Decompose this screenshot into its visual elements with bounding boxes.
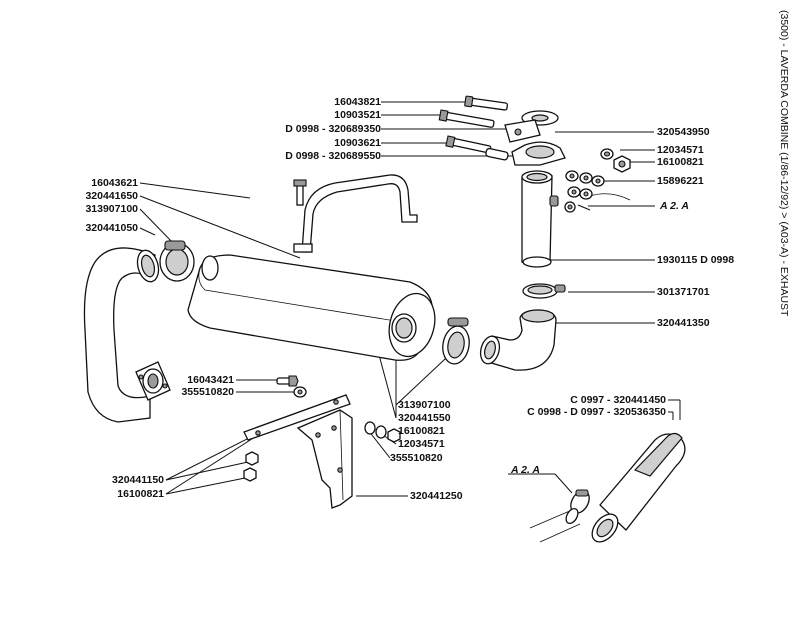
washer-355510820-upper bbox=[293, 386, 307, 398]
label-320441150: 320441150 bbox=[112, 474, 164, 486]
label-320441650: 320441650 bbox=[85, 190, 138, 202]
label-313907100-left: 313907100 bbox=[85, 203, 138, 215]
label-355510820-left: 355510820 bbox=[181, 386, 234, 398]
bolt-16043821 bbox=[464, 95, 509, 111]
tailpipe-320441450 bbox=[591, 432, 686, 543]
bolt-10903521 bbox=[438, 109, 495, 128]
label-320689350: D 0998 - 320689350 bbox=[285, 123, 381, 135]
label-16100821-top: 16100821 bbox=[657, 156, 704, 168]
hanger-strap-320441650 bbox=[293, 174, 418, 253]
label-12034571-center: 12034571 bbox=[398, 438, 445, 450]
label-16100821-center: 16100821 bbox=[398, 425, 445, 437]
spacers-15896221 bbox=[564, 170, 605, 213]
flange-320441150 bbox=[135, 361, 171, 401]
exhaust-stub-ghost bbox=[529, 507, 581, 543]
clamp-313907100-right bbox=[442, 317, 470, 365]
clamp-313907100-left bbox=[159, 240, 195, 282]
clamp-320543950 bbox=[511, 141, 566, 166]
fasteners-center bbox=[364, 421, 401, 443]
label-16100821-bottom: 16100821 bbox=[117, 488, 164, 500]
label-320543950: 320543950 bbox=[657, 126, 710, 138]
label-10903521: 10903521 bbox=[334, 109, 381, 121]
label-320441250: 320441250 bbox=[410, 490, 463, 502]
bolt-10903621 bbox=[445, 135, 492, 154]
bracket-320689350 bbox=[504, 119, 541, 143]
leader-lines bbox=[139, 101, 681, 497]
label-313907100-center: 313907100 bbox=[398, 399, 451, 411]
nut-16100821 bbox=[613, 155, 631, 173]
label-16043821: 16043821 bbox=[334, 96, 381, 108]
label-16043421: 16043421 bbox=[187, 374, 234, 386]
nuts-16100821-lower bbox=[243, 451, 259, 482]
label-320441350: 320441350 bbox=[657, 317, 710, 329]
bracket-320441250 bbox=[296, 409, 353, 509]
label-1930115: 1930115 D 0998 bbox=[657, 254, 735, 266]
label-16043621: 16043621 bbox=[91, 177, 138, 189]
label-15896221: 15896221 bbox=[657, 175, 704, 187]
label-320441550: 320441550 bbox=[398, 412, 451, 424]
elbow-320441350 bbox=[479, 309, 557, 371]
sleeve-320689550 bbox=[485, 147, 509, 161]
label-a2a-bottom: A 2. A bbox=[511, 464, 540, 476]
pipe-320441050 bbox=[83, 247, 160, 423]
label-320441450: C 0997 - 320441450 bbox=[570, 394, 666, 406]
bolt-16043621 bbox=[293, 179, 307, 206]
diagram-title: (3500) - LAVERDA COMBINE (1/86-12/92) > … bbox=[778, 10, 790, 317]
label-355510820-center: 355510820 bbox=[390, 452, 443, 464]
label-320689550: D 0998 - 320689550 bbox=[285, 150, 381, 162]
label-320441050: 320441050 bbox=[85, 222, 138, 234]
tailpipe-1930115 bbox=[521, 170, 559, 268]
clamp-301371701 bbox=[522, 283, 566, 299]
label-a2a-top: A 2. A bbox=[660, 200, 689, 212]
label-301371701: 301371701 bbox=[657, 286, 710, 298]
muffler bbox=[187, 254, 436, 361]
label-320536350: C 0998 - D 0997 - 320536350 bbox=[527, 406, 666, 418]
label-12034571-top: 12034571 bbox=[657, 144, 704, 156]
clamp-lower bbox=[570, 489, 590, 514]
washer-12034571 bbox=[600, 148, 614, 160]
label-10903621: 10903621 bbox=[334, 137, 381, 149]
bolt-16043421 bbox=[276, 375, 299, 387]
strap-320441150 bbox=[243, 394, 351, 441]
